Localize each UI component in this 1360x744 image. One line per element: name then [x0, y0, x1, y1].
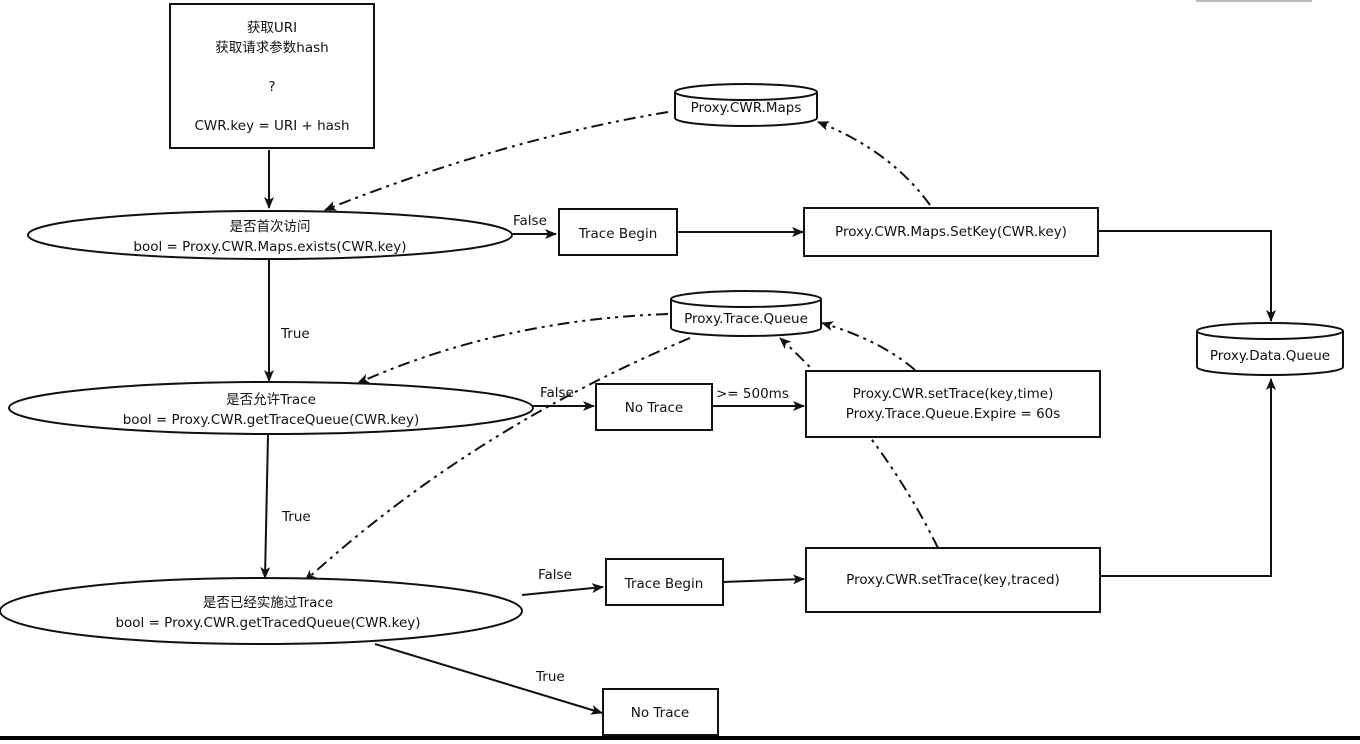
decision-allow-trace: 是否允许Trace bool = Proxy.CWR.getTraceQueue…	[8, 381, 534, 435]
edge-maps-to-decision1	[324, 111, 669, 211]
start-line2: 获取请求参数hash	[215, 39, 328, 56]
set-trace-traced-label: Proxy.CWR.setTrace(key,traced)	[846, 572, 1060, 588]
label-d1-false: False	[513, 213, 547, 229]
label-d2-true: True	[281, 509, 311, 525]
edge-labels: False True False >= 500ms True False Tru…	[280, 213, 789, 685]
store-trace-queue: Proxy.Trace.Queue	[670, 290, 822, 337]
label-d3-true: True	[535, 669, 565, 685]
decision2-expression: bool = Proxy.CWR.getTraceQueue(CWR.key)	[123, 412, 420, 428]
set-trace-traced-node: Proxy.CWR.setTrace(key,traced)	[805, 547, 1101, 613]
no-trace-1-label: No Trace	[625, 400, 683, 416]
start-line1: 获取URI	[247, 20, 297, 36]
edge-tracebegin2-to-settrace-traced	[722, 574, 805, 585]
decision-first-visit: 是否首次访问 bool = Proxy.CWR.Maps.exists(CWR.…	[27, 210, 513, 260]
no-trace-node-2: No Trace	[602, 688, 719, 736]
dashdot-edges	[304, 111, 939, 582]
edge-decision3-true	[374, 643, 603, 715]
trace-begin-1-label: Trace Begin	[578, 226, 658, 242]
decision1-expression: bool = Proxy.CWR.Maps.exists(CWR.key)	[133, 239, 406, 255]
edge-decision2-true	[260, 434, 271, 579]
store-data-queue: Proxy.Data.Queue	[1196, 322, 1344, 376]
edge-setkey-to-maps	[817, 121, 931, 206]
trace-begin-2-label: Trace Begin	[624, 576, 704, 592]
edge-settrace-traced-to-dataqueue	[1100, 378, 1276, 577]
decision-already-traced: 是否已经实施过Trace bool = Proxy.CWR.getTracedQ…	[0, 577, 523, 645]
label-d3-false: False	[538, 567, 572, 583]
edge-decision3-false	[521, 583, 604, 596]
decision1-question: 是否首次访问	[230, 219, 311, 235]
edge-settrace-time-to-tracequeue	[821, 321, 916, 371]
maps-setkey-label: Proxy.CWR.Maps.SetKey(CWR.key)	[835, 224, 1067, 240]
edge-settrace-traced-to-tracequeue	[779, 337, 939, 549]
set-trace-time-node: Proxy.CWR.setTrace(key,time) Proxy.Trace…	[805, 370, 1101, 438]
edge-tracequeue-to-decision2	[357, 313, 669, 384]
label-d1-true: True	[280, 326, 310, 342]
store-trace-queue-label: Proxy.Trace.Queue	[684, 311, 808, 327]
start-line3: ?	[268, 79, 275, 95]
decision2-question: 是否允许Trace	[226, 392, 316, 408]
set-trace-time-line2: Proxy.Trace.Queue.Expire = 60s	[846, 406, 1061, 422]
start-node: 获取URI 获取请求参数hash ? CWR.key = URI + hash	[169, 3, 375, 149]
edge-setkey-to-dataqueue	[1098, 230, 1276, 322]
no-trace-2-label: No Trace	[631, 705, 689, 721]
store-cwr-maps: Proxy.CWR.Maps	[674, 83, 818, 127]
decision3-question: 是否已经实施过Trace	[203, 595, 333, 611]
store-cwr-maps-label: Proxy.CWR.Maps	[691, 100, 802, 116]
no-trace-node-1: No Trace	[595, 383, 713, 431]
label-d2-false: False	[540, 385, 574, 401]
solid-edges	[260, 150, 1276, 715]
maps-setkey-node: Proxy.CWR.Maps.SetKey(CWR.key)	[803, 207, 1099, 257]
start-line4: CWR.key = URI + hash	[194, 118, 349, 134]
edge-tracequeue-to-decision3	[304, 337, 691, 582]
label-delay: >= 500ms	[716, 386, 789, 402]
set-trace-time-line1: Proxy.CWR.setTrace(key,time)	[853, 386, 1054, 402]
decision3-expression: bool = Proxy.CWR.getTracedQueue(CWR.key)	[115, 615, 420, 631]
trace-begin-node-1: Trace Begin	[558, 208, 678, 256]
trace-begin-node-2: Trace Begin	[605, 558, 724, 606]
store-data-queue-label: Proxy.Data.Queue	[1210, 348, 1330, 364]
